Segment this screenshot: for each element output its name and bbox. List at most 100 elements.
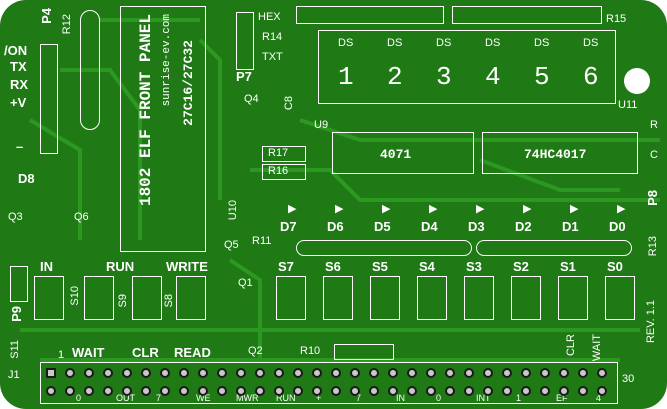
bus-pad (179, 386, 189, 396)
bus-pad (350, 386, 360, 396)
label-txt: TXT (262, 51, 283, 63)
display-block (318, 30, 616, 104)
label-clr2: CLR (565, 334, 577, 357)
display-digit: 5 (534, 62, 550, 92)
bus-pad (502, 386, 512, 396)
bus-pad (65, 368, 75, 378)
header-row-b (452, 6, 602, 24)
switch-in[interactable] (34, 276, 64, 320)
bus-pad (521, 386, 531, 396)
switch-data-6[interactable] (558, 276, 588, 320)
switch-data-4[interactable] (464, 276, 494, 320)
bus-label: 0 (436, 393, 442, 403)
led-label: D6 (327, 219, 344, 234)
led-label: D0 (609, 219, 626, 234)
bus-pad (426, 368, 436, 378)
connector-p9 (10, 266, 28, 302)
connector-j1 (40, 362, 618, 404)
label-r12: R12 (61, 14, 73, 35)
display-digit: 2 (387, 62, 403, 92)
led-icon: ▶ (429, 203, 438, 215)
bus-pad (350, 368, 360, 378)
switch-data-1[interactable] (323, 276, 353, 320)
label-c: C (650, 149, 658, 161)
bus-pad (293, 368, 303, 378)
bus-pad (274, 386, 284, 396)
bus-pad (236, 368, 246, 378)
led-icon: ▶ (335, 203, 344, 215)
bus-label: IN (396, 393, 405, 403)
resistor-strip-b (476, 240, 632, 256)
bus-label: INT (476, 393, 491, 403)
led-label: D1 (562, 219, 579, 234)
label-c8: C8 (283, 96, 295, 111)
label-run: RUN (106, 259, 135, 274)
bus-pad (84, 386, 94, 396)
bus-pad (103, 368, 113, 378)
switch-label[interactable]: S5 (372, 259, 388, 274)
chip-4017 (482, 132, 638, 174)
display-digit: 3 (436, 62, 452, 92)
led-label: D5 (374, 219, 391, 234)
switch-run[interactable] (84, 276, 114, 320)
bus-pad (540, 368, 550, 378)
led-label: D3 (468, 219, 485, 234)
switch-label[interactable]: S0 (607, 259, 623, 274)
led-icon: ▶ (288, 203, 297, 215)
bus-pad (122, 368, 132, 378)
bus-pad (103, 386, 113, 396)
switch-label[interactable]: S7 (278, 259, 294, 274)
bus-pad (426, 386, 436, 396)
switch-data-5[interactable] (511, 276, 541, 320)
switch-write[interactable] (176, 276, 206, 320)
led-icon: ▶ (476, 203, 485, 215)
switch-s9[interactable] (132, 276, 162, 320)
bus-pad (217, 386, 227, 396)
switch-data-7[interactable] (605, 276, 635, 320)
label-clr: CLR (132, 345, 159, 360)
label-s11: S11 (9, 340, 21, 359)
bus-label: MWR (236, 393, 259, 403)
label-p8: P8 (645, 190, 660, 206)
bus-pad (540, 386, 550, 396)
bus-pad (46, 386, 56, 396)
switch-label[interactable]: S2 (513, 259, 529, 274)
mount-hole (624, 68, 650, 94)
bus-pad (464, 386, 474, 396)
bus-pad (255, 386, 265, 396)
label-hex: HEX (258, 11, 281, 23)
label-d8: D8 (18, 171, 35, 186)
bus-pad (141, 368, 151, 378)
bus-label: EF (556, 393, 568, 403)
board-eprom: 27C16/27C32 (181, 40, 196, 126)
bus-pad (160, 386, 170, 396)
switch-label[interactable]: S1 (560, 259, 576, 274)
chip-4071 (332, 132, 474, 174)
bus-label: RUN (276, 393, 296, 403)
connector-p7 (236, 12, 254, 70)
switch-label[interactable]: S6 (325, 259, 341, 274)
led-icon: ▶ (523, 203, 532, 215)
switch-label[interactable]: S4 (419, 259, 435, 274)
display-label: DS (583, 37, 599, 49)
bus-pad (559, 386, 569, 396)
bus-pad (84, 368, 94, 378)
display-label: DS (436, 37, 452, 49)
display-label: DS (534, 37, 550, 49)
display-digit: 6 (583, 62, 599, 92)
bus-pad (597, 368, 607, 378)
display-label: DS (485, 37, 501, 49)
bus-pad (578, 368, 588, 378)
bus-pad (179, 368, 189, 378)
label-one: 1 (58, 349, 65, 361)
label-r14: R14 (262, 31, 283, 43)
led-label: D2 (515, 219, 532, 234)
switch-data-0[interactable] (276, 276, 306, 320)
bus-label: 1 (516, 393, 522, 403)
switch-label[interactable]: S3 (466, 259, 482, 274)
switch-data-2[interactable] (370, 276, 400, 320)
bus-label: 0 (76, 393, 82, 403)
bus-pad (255, 368, 265, 378)
switch-data-3[interactable] (417, 276, 447, 320)
